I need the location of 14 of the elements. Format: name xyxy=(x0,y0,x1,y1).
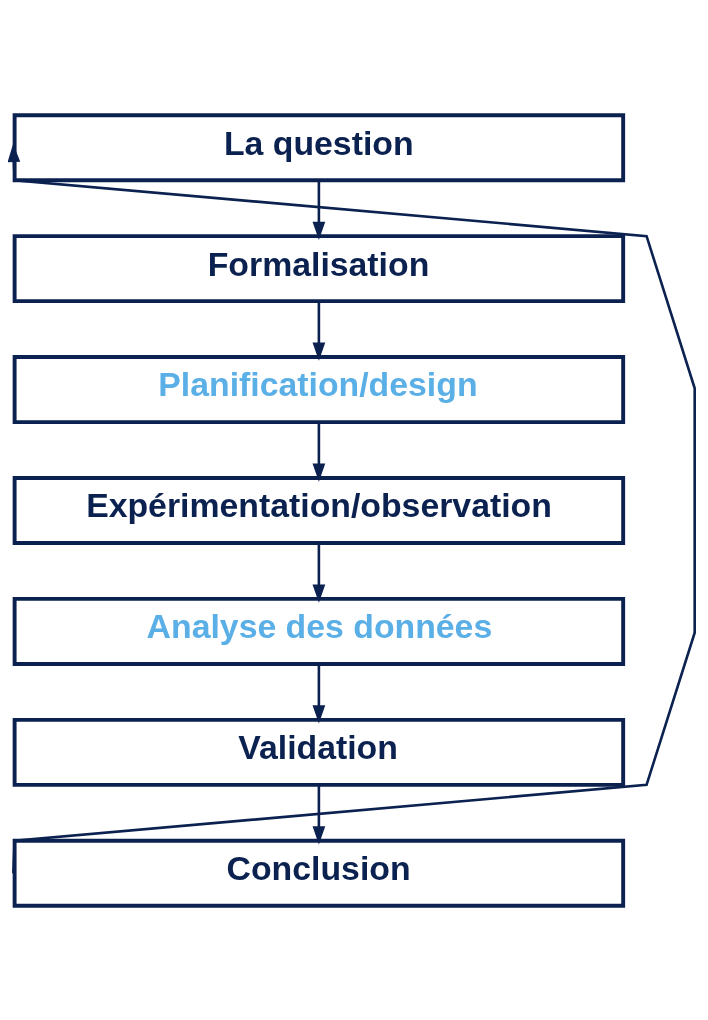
node-box: Conclusion xyxy=(12,838,626,908)
node-box: Expérimentation/observation xyxy=(12,475,626,545)
node-box: La question xyxy=(12,112,626,182)
arrow xyxy=(312,180,326,240)
node-box: Analyse des données xyxy=(12,596,626,666)
arrow xyxy=(312,663,326,724)
arrow xyxy=(8,143,696,873)
arrow xyxy=(312,301,326,361)
node-box: Formalisation xyxy=(12,233,626,303)
arrow xyxy=(312,422,326,482)
node-box: Validation xyxy=(12,717,626,787)
arrow xyxy=(312,784,326,845)
node-box: Planification/design xyxy=(12,354,626,424)
arrow xyxy=(312,543,326,603)
